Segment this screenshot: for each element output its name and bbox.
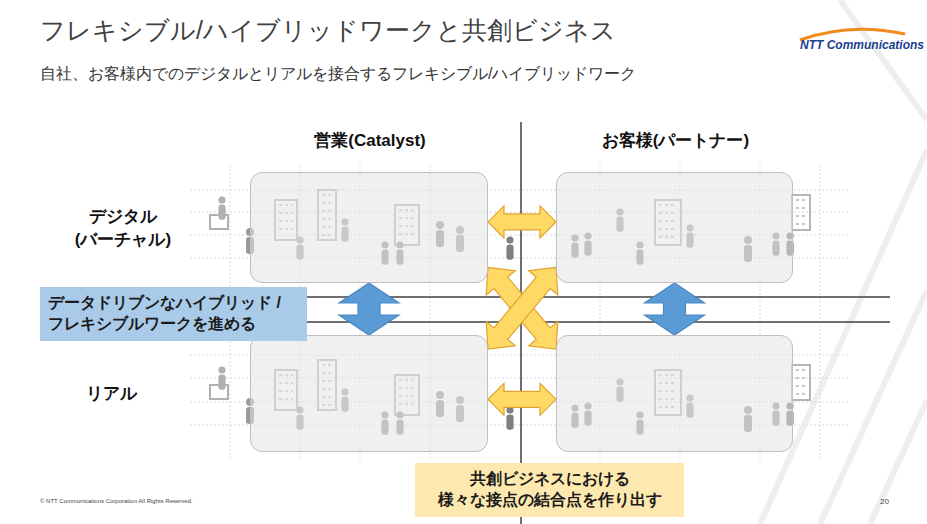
callout-box: 共創ビジネスにおける 様々な接点の結合点を作り出す [415, 463, 684, 517]
board-icon [210, 385, 228, 399]
decor-stripe [840, 0, 927, 120]
blue-double-arrow [339, 283, 399, 335]
column-header: お客様(パートナー) [537, 129, 814, 152]
person-head [218, 366, 225, 373]
decor-stripe [870, 400, 927, 524]
subtitle: 自社、お客様内でのデジタルとリアルを接合するフレキシブル/ハイブリッドワーク [40, 64, 636, 85]
yellow-double-arrow [488, 383, 556, 415]
callout-box: データドリブンなハイブリッド /フレキシブルワークを進める [40, 287, 307, 341]
grid-line [820, 165, 821, 460]
quadrant-box: リアル [250, 335, 488, 452]
quadrant-box: 営業(Catalyst)デジタル (バーチャル) [250, 172, 488, 283]
building-window [796, 393, 806, 395]
quadrant-box [556, 335, 793, 452]
building-window [796, 199, 806, 201]
building-window [796, 207, 806, 209]
yellow-double-arrow [488, 206, 556, 238]
person-body [218, 375, 225, 390]
person-body [506, 415, 513, 430]
board-icon [210, 215, 228, 229]
copyright-note: © NTT Communications Corporation All Rig… [40, 498, 193, 504]
person-head [218, 196, 225, 203]
person-body [506, 245, 513, 260]
building-window [796, 215, 806, 217]
yellow-double-arrow [486, 267, 558, 349]
person-body [218, 205, 225, 220]
callout-text: 共創ビジネスにおける 様々な接点の結合点を作り出す [415, 465, 684, 515]
building-window [796, 369, 806, 371]
decor-stripe [820, 290, 927, 524]
row-header: デジタル (バーチャル) [53, 206, 193, 252]
building-icon [792, 195, 810, 230]
page-number: 20 [880, 497, 889, 506]
blue-double-arrow [645, 283, 705, 335]
building-window [796, 385, 806, 387]
building-window [796, 223, 806, 225]
row-header: リアル [41, 383, 181, 406]
logo-text: NTT Communications [800, 38, 924, 52]
building-icon [792, 365, 810, 400]
yellow-double-arrow [486, 267, 558, 349]
quadrant-box: お客様(パートナー) [556, 172, 793, 283]
building-window [796, 377, 806, 379]
callout-text: データドリブンなハイブリッド /フレキシブルワークを進める [40, 289, 307, 339]
person-head [506, 236, 513, 243]
slide-title: フレキシブル/ハイブリッドワークと共創ビジネス [40, 14, 616, 47]
column-header: 営業(Catalyst) [231, 129, 509, 152]
